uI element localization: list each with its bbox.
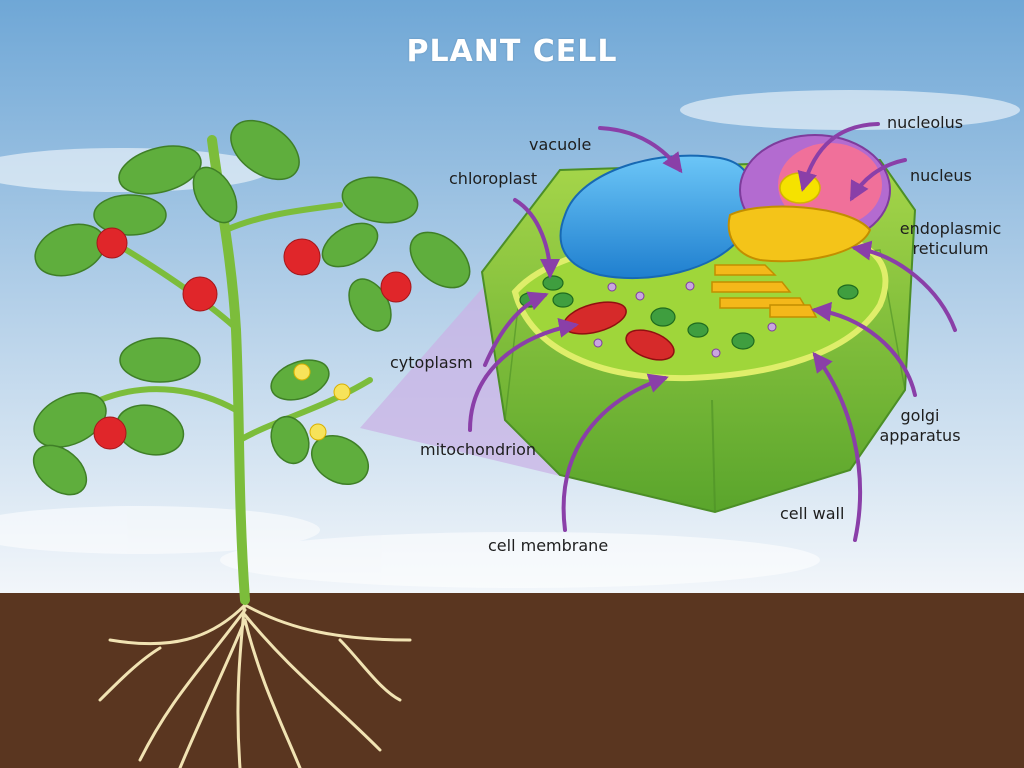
chloroplast — [542, 275, 564, 291]
tomato — [96, 227, 128, 259]
tomato — [93, 416, 127, 450]
label-golgi-apparatus: golgi apparatus — [870, 406, 970, 446]
vesicles — [593, 281, 777, 358]
tomato — [283, 238, 321, 276]
arrow-cell-wall — [812, 351, 862, 542]
chloroplast — [650, 307, 676, 327]
nucleolus — [779, 172, 821, 204]
arrow-golgi — [811, 301, 917, 397]
chloroplast — [552, 292, 574, 308]
chloroplast — [687, 322, 709, 338]
label-cell-membrane: cell membrane — [488, 536, 609, 555]
label-nucleolus: nucleolus — [887, 113, 964, 132]
mitochondria — [563, 301, 675, 361]
label-cell-wall: cell wall — [780, 504, 845, 523]
pointer-arrows — [468, 122, 957, 542]
arrow-er — [851, 240, 957, 332]
label-endoplasmic-line1: endoplasmic — [899, 219, 1002, 238]
label-mitochondrion: mitochondrion — [420, 440, 537, 459]
chloroplast — [731, 332, 755, 350]
arrow-cell-membrane — [561, 373, 669, 532]
arrow-chloroplast — [513, 198, 560, 279]
label-nucleus: nucleus — [910, 166, 972, 185]
label-golgi-line1: golgi — [900, 406, 940, 425]
golgi-apparatus — [711, 264, 818, 318]
label-cytoplasm: cytoplasm — [390, 353, 473, 372]
label-chloroplast: chloroplast — [449, 169, 538, 188]
tomato — [380, 271, 412, 303]
soil-ground — [0, 593, 1024, 768]
chloroplast — [837, 284, 859, 300]
arrow-nucleus — [850, 158, 907, 202]
arrow-nucleolus — [797, 122, 880, 192]
tomato — [182, 276, 218, 312]
label-vacuole: vacuole — [529, 135, 592, 154]
arrow-mitochondrion — [468, 318, 579, 432]
plant-cell-3d — [480, 134, 917, 514]
label-endoplasmic-reticulum: endoplasmic reticulum — [893, 219, 1008, 259]
flowers — [293, 363, 351, 441]
arrow-vacuole — [598, 126, 683, 174]
tomatoes — [93, 227, 412, 450]
diagram-title: PLANT CELL — [406, 34, 618, 69]
label-endoplasmic-line2: reticulum — [912, 239, 989, 258]
plant-leaves — [32, 119, 471, 496]
endoplasmic-reticulum — [727, 205, 872, 263]
arrow-cytoplasm — [483, 291, 549, 367]
plant-roots — [98, 598, 412, 768]
label-golgi-line2: apparatus — [879, 426, 961, 445]
mitochondrion — [625, 329, 675, 361]
